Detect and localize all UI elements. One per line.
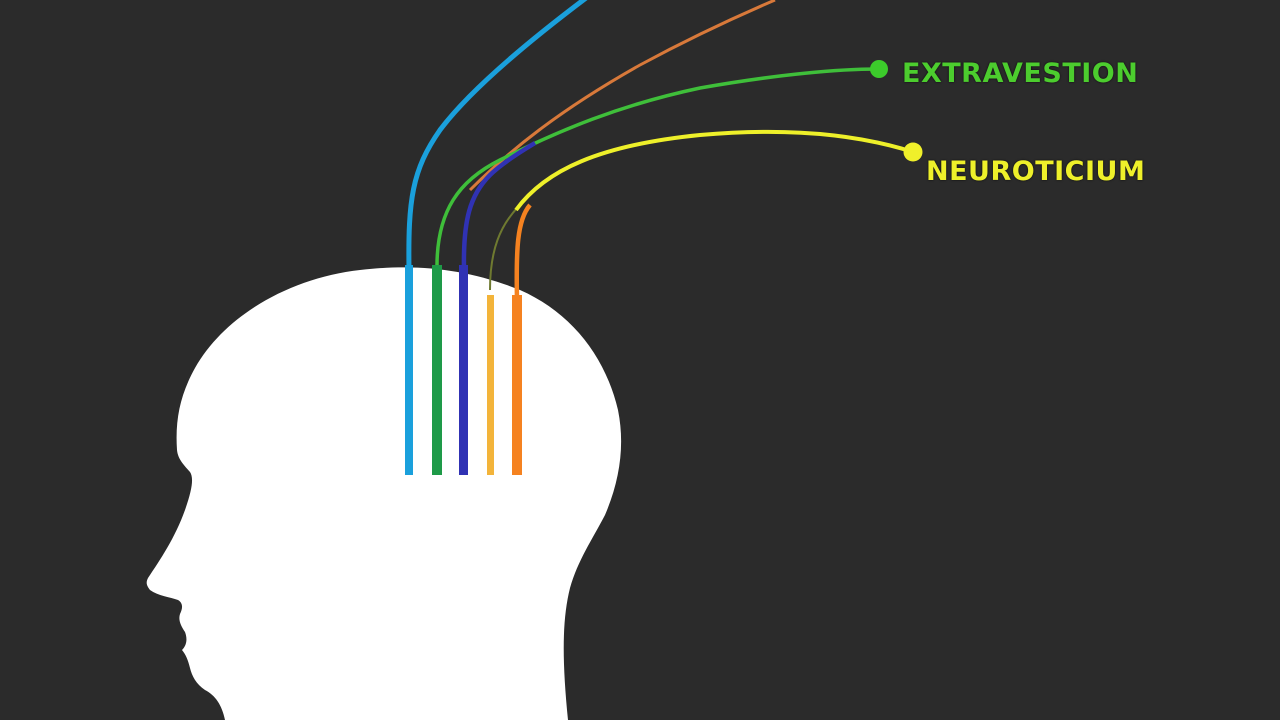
neuroticism-dot <box>903 142 923 162</box>
orange-upper-curve <box>514 203 532 301</box>
head-silhouette <box>146 267 622 720</box>
green-bar <box>432 265 442 475</box>
neuroticism-label: NEUROTICIUM <box>926 156 1146 187</box>
olive-connector <box>489 204 521 291</box>
blue-curve <box>406 0 588 271</box>
green-curve <box>435 67 879 271</box>
indigo-bar <box>459 265 468 475</box>
extraversion-dot <box>870 60 888 78</box>
extraversion-label: EXTRAVESTION <box>902 58 1139 89</box>
yellow-curve <box>514 129 914 212</box>
yellow-bar <box>487 295 494 475</box>
orange-bar <box>512 295 522 475</box>
orange-curve <box>468 0 776 192</box>
blue-bar <box>405 265 413 475</box>
indigo-curve <box>461 141 537 271</box>
